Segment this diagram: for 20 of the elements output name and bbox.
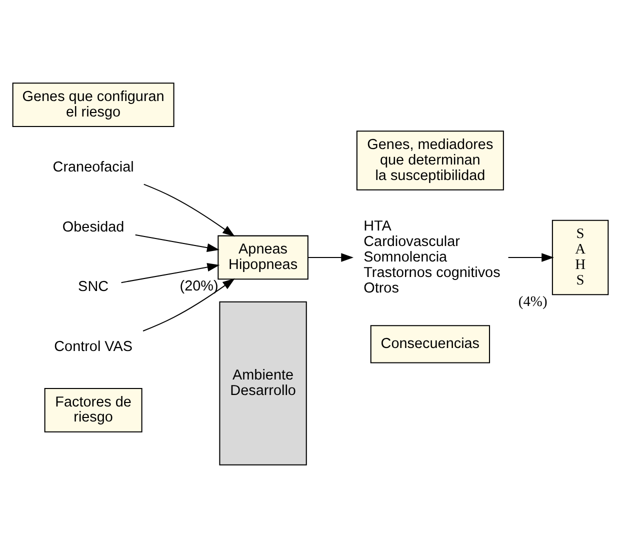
node-text: Control VAS (54, 338, 133, 355)
node-label: (4%) (518, 294, 548, 310)
node-text: Craneofacial (52, 159, 134, 176)
node-label: (20%) (180, 278, 218, 294)
arrow (142, 278, 235, 331)
node-text: HTA Cardiovascular Somnolencia Trastornos cognitivos Otros (364, 218, 500, 296)
arrow (308, 252, 354, 262)
arrow (144, 183, 235, 236)
node-box: Consecuencias (370, 324, 490, 363)
node-text: SNC (78, 278, 109, 295)
node-text: Obesidad (62, 218, 124, 235)
node-box: Genes, mediadores que determinan la susceptibilidad (356, 130, 504, 190)
arrow (121, 262, 220, 283)
node-box: S A H S (552, 219, 609, 295)
node-box: Apneas Hipopneas (218, 234, 308, 280)
node-box: Factores de riesgo (44, 388, 142, 432)
node-box: Ambiente Desarrollo (219, 300, 307, 465)
arrow (508, 252, 554, 262)
node-box: Genes que configuran el riesgo (12, 82, 174, 126)
arrow (135, 234, 220, 252)
